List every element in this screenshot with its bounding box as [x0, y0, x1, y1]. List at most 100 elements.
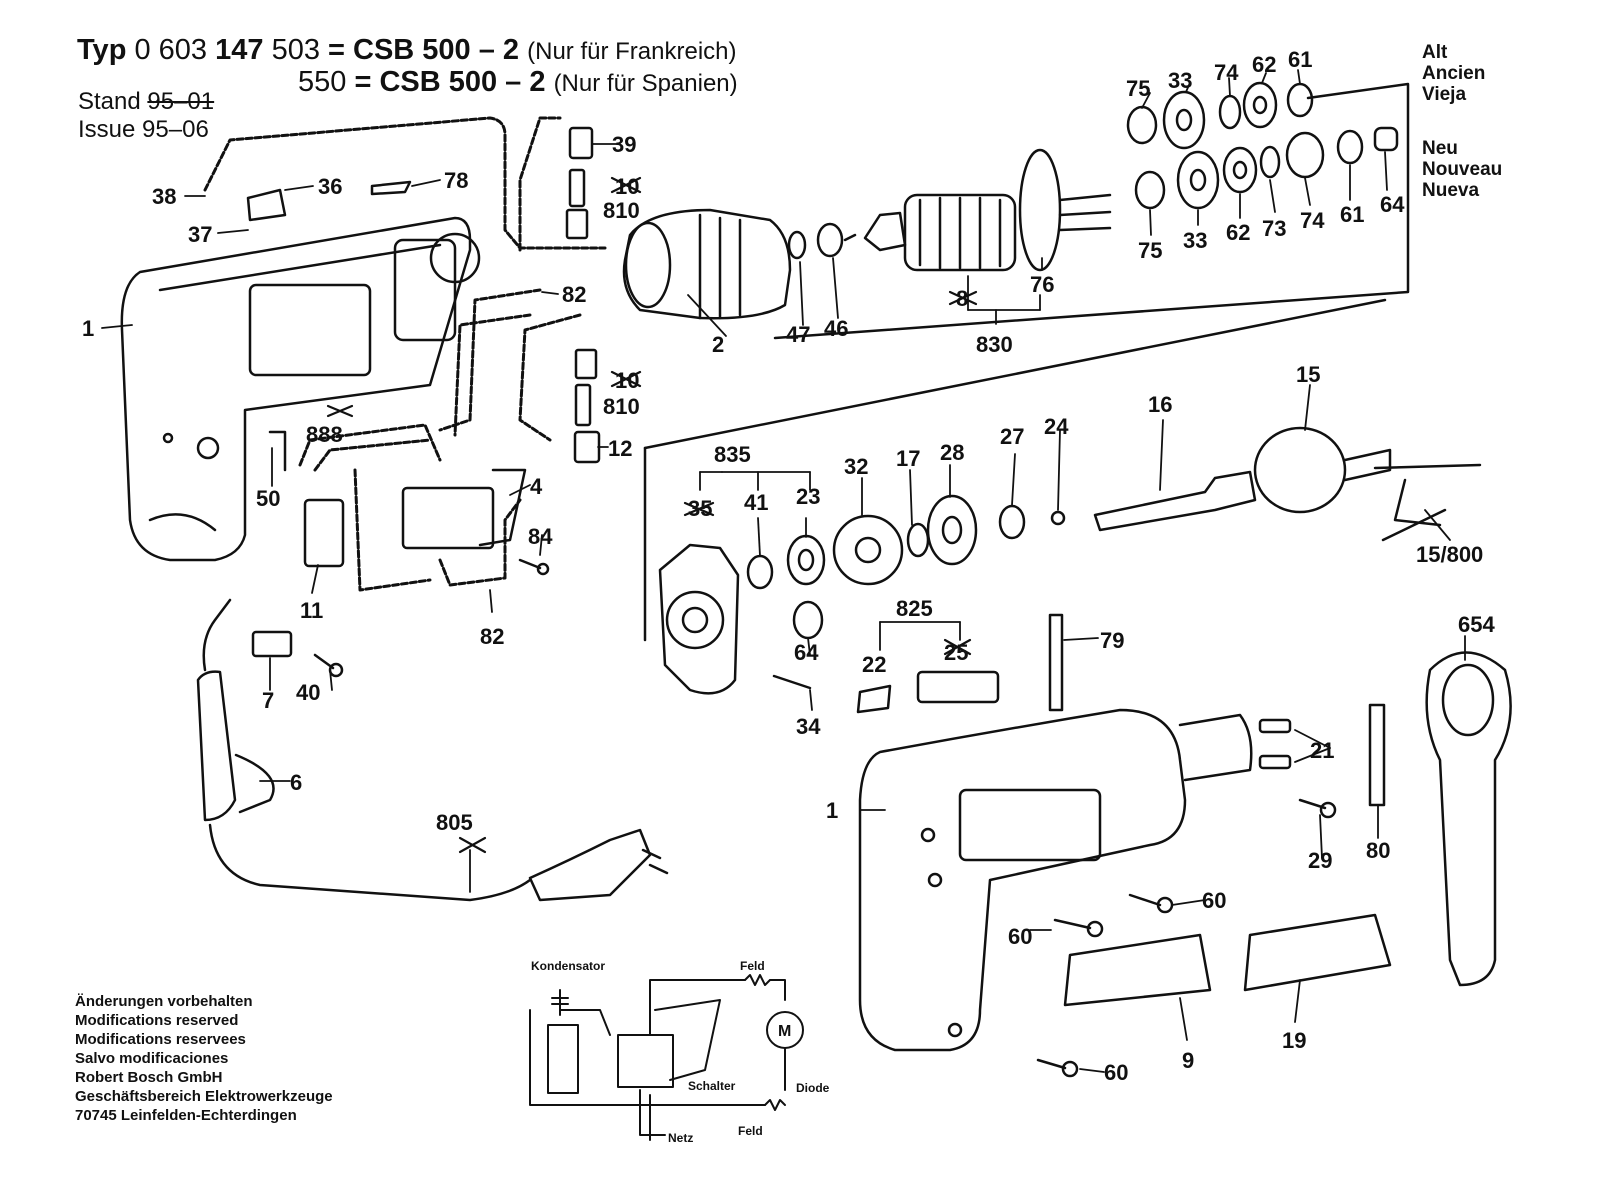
- part-label: 84: [528, 524, 553, 549]
- part-label: 32: [844, 454, 868, 479]
- part-label: 60: [1008, 924, 1032, 949]
- cross-marks: [326, 176, 978, 854]
- issue-label: Issue: [78, 116, 136, 143]
- part-label: 75: [1126, 76, 1150, 101]
- part-label: 34: [796, 714, 821, 739]
- stand-line: Stand 95–01: [78, 88, 214, 116]
- part-label: 27: [1000, 424, 1024, 449]
- frame-alt-neu: [643, 82, 1410, 642]
- gearbox-assembly: [658, 426, 1482, 695]
- bearings-top: [787, 81, 1399, 260]
- part-label: 73: [1262, 216, 1286, 241]
- part-label: 2: [712, 332, 724, 357]
- part-label: 60: [1104, 1060, 1128, 1085]
- part-label: 888: [306, 422, 343, 447]
- part-label: 41: [744, 490, 768, 515]
- part-label: 79: [1100, 628, 1124, 653]
- part-label: 10: [615, 174, 639, 199]
- part-label: 74: [1214, 60, 1239, 85]
- part-label: 25: [944, 640, 968, 665]
- part-label: 11: [300, 598, 323, 623]
- part-label: 62: [1252, 52, 1276, 77]
- part-label: 78: [444, 168, 468, 193]
- part-label: 33: [1168, 68, 1192, 93]
- part-label: 654: [1458, 612, 1495, 637]
- side-handle: [1425, 651, 1512, 987]
- part-label: 810: [603, 394, 640, 419]
- part-label: 22: [862, 652, 886, 677]
- part-label: 64: [1380, 192, 1405, 217]
- part-label: 60: [1202, 888, 1226, 913]
- part-label: 8: [956, 286, 968, 311]
- part-number-labels: 1 1 2 4 6 7 8 9 10 10 11 12 15 15/800 16…: [82, 47, 1495, 1085]
- wiring: [203, 116, 607, 592]
- part-label: 61: [1340, 202, 1364, 227]
- legend-old-de: Alt: [1422, 42, 1448, 63]
- part-label: 7: [262, 688, 274, 713]
- footer-line: Änderungen vorbehalten: [75, 993, 253, 1010]
- part-label: 29: [1308, 848, 1332, 873]
- part-label: 17: [896, 446, 920, 471]
- stand-old-value: 95–01: [147, 88, 215, 115]
- field-stator: [622, 208, 792, 320]
- variant-note-1: (Nur für Frankreich): [527, 38, 737, 65]
- part-label: 12: [608, 436, 632, 461]
- part-label: 825: [896, 596, 933, 621]
- part-label: 46: [824, 316, 848, 341]
- schematic-motor: M: [778, 1023, 791, 1040]
- housing-half-left: [120, 216, 481, 562]
- typ-label: Typ: [77, 34, 127, 66]
- part-label: 75: [1138, 238, 1162, 263]
- footer-line: Salvo modificaciones: [75, 1050, 229, 1067]
- variant-note-2: (Nur für Spanien): [553, 70, 738, 97]
- legend-new-es: Nueva: [1422, 180, 1480, 201]
- issue-value: 95–06: [142, 116, 209, 143]
- schematic-feld-bottom: Feld: [738, 1124, 763, 1138]
- typ-number-bold: 147: [215, 34, 264, 66]
- housing-half-right: [858, 708, 1292, 1052]
- power-cord: [196, 598, 669, 902]
- leader-lines: [101, 69, 1466, 1073]
- part-label: 28: [940, 440, 964, 465]
- schematic-feld-top: Feld: [740, 959, 765, 973]
- part-label: 80: [1366, 838, 1390, 863]
- footer-line: Geschäftsbereich Elektrowerkzeuge: [75, 1088, 333, 1105]
- part-label: 38: [152, 184, 176, 209]
- schematic-kondensator: Kondensator: [531, 959, 605, 973]
- part-label: 74: [1300, 208, 1325, 233]
- armature: [843, 148, 1112, 272]
- part-label: 40: [296, 680, 320, 705]
- part-label: 37: [188, 222, 212, 247]
- part-label: 19: [1282, 1028, 1306, 1053]
- variant-code-2: 550: [298, 66, 347, 98]
- legend-old-es: Vieja: [1422, 84, 1467, 105]
- part-label: 16: [1148, 392, 1172, 417]
- issue-line: Issue 95–06: [78, 116, 209, 144]
- circuit-schematic: [529, 974, 804, 1141]
- depth-stop-bracket: [772, 613, 1386, 807]
- part-label: 39: [612, 132, 636, 157]
- legend-new-de: Neu: [1422, 138, 1458, 159]
- stand-label: Stand: [78, 88, 141, 115]
- part-label: 1: [826, 798, 838, 823]
- part-label: 835: [714, 442, 751, 467]
- typ-number-prefix: 0 603: [134, 34, 208, 66]
- part-label: 61: [1288, 47, 1312, 72]
- part-label: 23: [796, 484, 820, 509]
- part-label: 9: [1182, 1048, 1194, 1073]
- legend-new-fr: Nouveau: [1422, 159, 1503, 180]
- footer-line: Modifications reservees: [75, 1031, 246, 1048]
- type-header-line2: 550 = CSB 500 – 2 (Nur für Spanien): [298, 66, 738, 99]
- part-label: 82: [480, 624, 504, 649]
- part-label: 62: [1226, 220, 1250, 245]
- part-label: 47: [786, 322, 810, 347]
- type-header-line1: Typ 0 603 147 503 = CSB 500 – 2 (Nur für…: [77, 34, 737, 67]
- variant-code-1: 503: [271, 34, 320, 66]
- part-label: 6: [290, 770, 302, 795]
- part-label: 805: [436, 810, 473, 835]
- part-label: 24: [1044, 414, 1069, 439]
- part-label: 830: [976, 332, 1013, 357]
- footer-line: Modifications reserved: [75, 1012, 239, 1029]
- variant-model-2: = CSB 500 – 2: [354, 66, 546, 98]
